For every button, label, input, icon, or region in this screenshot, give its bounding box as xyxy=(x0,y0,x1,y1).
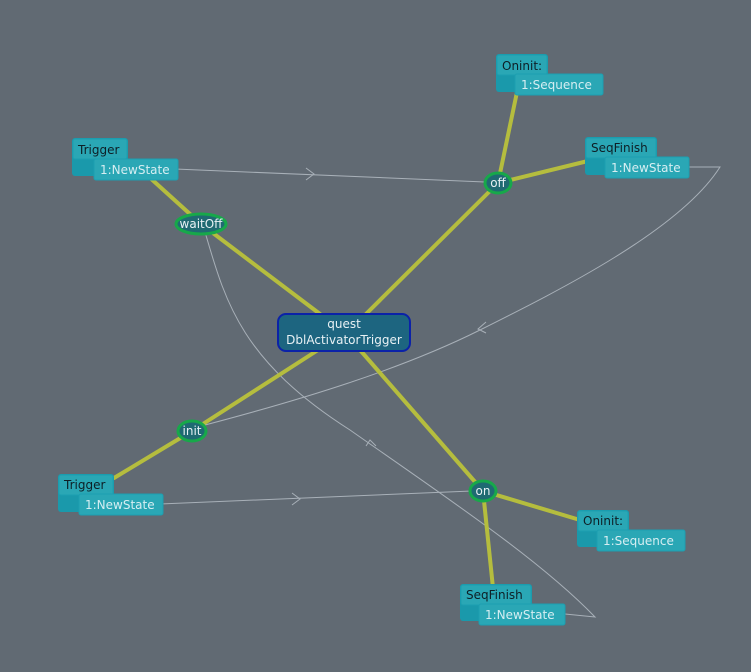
transition-waitoff-to-seqfinish-bottom xyxy=(204,231,597,618)
edge-main-off xyxy=(364,181,500,316)
event-oninit-bottom-action-box[interactable] xyxy=(596,529,686,552)
arrowhead-trigger-top xyxy=(305,167,315,181)
event-oninit-top-action: 1:Sequence xyxy=(521,78,592,92)
event-seqfinish-top-action: 1:NewState xyxy=(611,161,681,175)
state-on-label: on xyxy=(476,484,491,498)
main-node-line2: DblActivatorTrigger xyxy=(286,333,402,347)
edge-main-waitoff xyxy=(199,222,322,316)
event-seqfinish-top-name: SeqFinish xyxy=(591,141,648,155)
event-oninit-bottom-name: Oninit: xyxy=(583,514,623,528)
event-trigger-bottom-action-box[interactable] xyxy=(78,493,164,516)
edge-main-init xyxy=(190,348,320,433)
event-trigger-bottom[interactable]: Trigger 1:NewState xyxy=(58,474,164,516)
state-off-label: off xyxy=(490,176,506,190)
arrowhead-seqfinish-top xyxy=(477,321,487,334)
event-seqfinish-bottom[interactable]: SeqFinish 1:NewState xyxy=(460,584,566,626)
event-oninit-top[interactable]: Oninit: 1:Sequence xyxy=(496,54,604,96)
state-init[interactable]: init xyxy=(176,419,208,443)
state-edges xyxy=(112,90,594,590)
event-oninit-bottom-action: 1:Sequence xyxy=(603,534,674,548)
state-waitoff-label: waitOff xyxy=(180,217,224,231)
event-trigger-top-action-box[interactable] xyxy=(93,158,179,181)
state-on[interactable]: on xyxy=(468,479,498,503)
event-seqfinish-top-action-box[interactable] xyxy=(604,156,690,179)
event-oninit-top-action-box[interactable] xyxy=(514,73,604,96)
event-seqfinish-bottom-action-box[interactable] xyxy=(478,603,566,626)
state-off[interactable]: off xyxy=(483,171,513,195)
main-node[interactable]: quest DblActivatorTrigger xyxy=(277,313,411,352)
state-init-label: init xyxy=(183,424,202,438)
event-trigger-top[interactable]: Trigger 1:NewState xyxy=(72,138,179,181)
transition-lines xyxy=(159,166,721,618)
event-seqfinish-bottom-action: 1:NewState xyxy=(485,608,555,622)
event-trigger-bottom-name: Trigger xyxy=(63,478,105,492)
transition-trigger-bottom-to-on xyxy=(159,490,473,505)
edge-on-oninit-bottom xyxy=(481,489,582,522)
state-init-ellipse[interactable] xyxy=(176,419,208,443)
transition-trigger-top-to-off xyxy=(174,168,486,183)
main-node-box[interactable] xyxy=(277,313,411,352)
event-trigger-top-action: 1:NewState xyxy=(100,163,170,177)
state-waitoff[interactable]: waitOff xyxy=(174,212,228,236)
edge-off-seqfinish-top xyxy=(496,158,594,185)
event-seqfinish-bottom-name: SeqFinish xyxy=(466,588,523,602)
state-on-ellipse[interactable] xyxy=(468,479,498,503)
event-oninit-top-name: Oninit: xyxy=(502,59,542,73)
edge-on-seqfinish-bottom xyxy=(481,489,495,590)
arrowhead-waitoff xyxy=(365,439,377,447)
state-off-ellipse[interactable] xyxy=(483,171,513,195)
event-trigger-top-name: Trigger xyxy=(77,143,119,157)
arrowhead-trigger-bottom xyxy=(291,492,301,506)
transition-seqfinish-top-to-init xyxy=(204,166,721,426)
edge-init-trigger-bottom xyxy=(112,429,194,480)
main-node-line1: quest xyxy=(327,317,361,331)
event-oninit-bottom[interactable]: Oninit: 1:Sequence xyxy=(577,510,686,552)
edge-off-oninit-top xyxy=(496,90,519,185)
state-waitoff-ellipse[interactable] xyxy=(174,212,228,236)
event-seqfinish-top[interactable]: SeqFinish 1:NewState xyxy=(585,137,690,179)
event-trigger-bottom-action: 1:NewState xyxy=(85,498,155,512)
edge-main-on xyxy=(358,348,485,493)
